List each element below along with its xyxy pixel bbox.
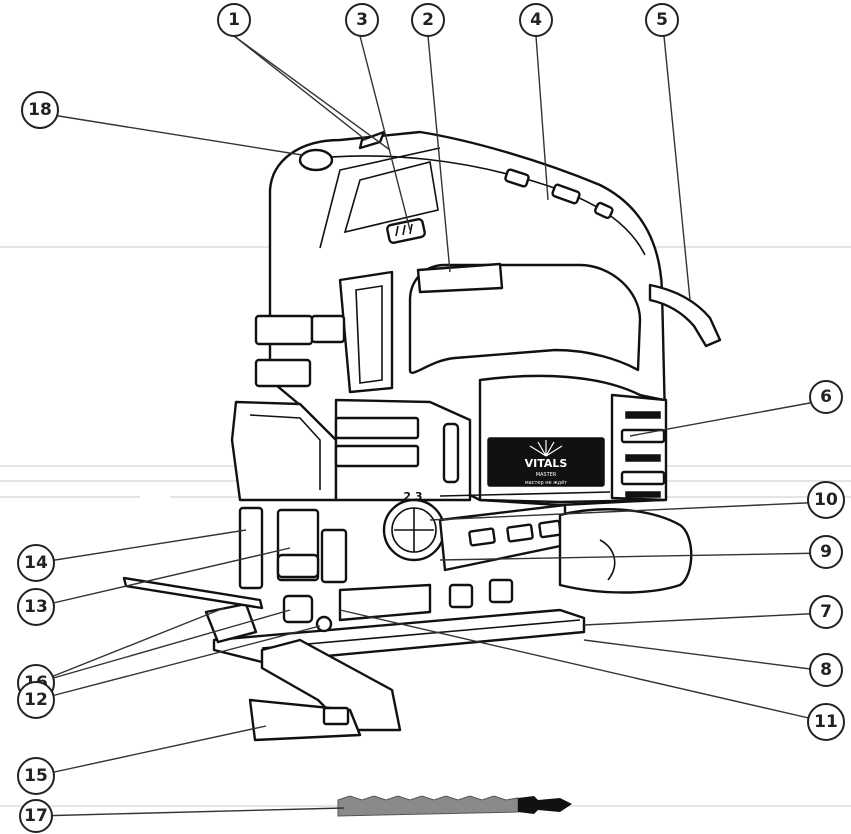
callout-number: 8: [820, 660, 832, 680]
callout-4: 4: [519, 3, 553, 37]
callout-number: 12: [24, 690, 48, 710]
leader-lines: [35, 35, 827, 817]
callout-number: 14: [24, 553, 48, 573]
vent-slots: [620, 411, 666, 498]
brand-sub: MASTER: [536, 472, 557, 478]
callout-12: 12: [17, 681, 55, 719]
brand-badge: VITALS MASTER мастер не ждёт: [487, 437, 605, 487]
callout-3: 3: [345, 3, 379, 37]
callout-15: 15: [17, 757, 55, 795]
callout-number: 13: [24, 597, 48, 617]
callout-1: 1: [217, 3, 251, 37]
callout-13: 13: [17, 588, 55, 626]
speed-dial-marks: 2 3: [403, 490, 422, 503]
callout-number: 7: [820, 602, 832, 622]
callout-11: 11: [807, 703, 845, 741]
callout-9: 9: [809, 535, 843, 569]
callout-5: 5: [645, 3, 679, 37]
callout-10: 10: [807, 481, 845, 519]
callout-number: 2: [422, 10, 434, 30]
callout-number: 6: [820, 387, 832, 407]
callout-2: 2: [411, 3, 445, 37]
callout-14: 14: [17, 544, 55, 582]
brand-name: VITALS: [525, 457, 568, 470]
callout-number: 1: [228, 10, 240, 30]
callout-18: 18: [21, 91, 59, 129]
callout-number: 11: [814, 712, 838, 732]
callout-number: 10: [814, 490, 838, 510]
callout-6: 6: [809, 380, 843, 414]
callout-number: 15: [24, 766, 48, 786]
callout-number: 9: [820, 542, 832, 562]
callout-number: 3: [356, 10, 368, 30]
handle-opening: [408, 263, 642, 374]
callout-number: 5: [656, 10, 668, 30]
brand-footer: мастер не ждёт: [525, 480, 567, 486]
callout-number: 4: [530, 10, 542, 30]
callout-8: 8: [809, 653, 843, 687]
callout-number: 18: [28, 100, 52, 120]
jigsaw-blade: [337, 795, 572, 817]
callout-number: 17: [24, 806, 48, 826]
callouts: 1 3 2 4 5 18 6 10 9 7 8 11 14 13 16 12 1…: [17, 3, 845, 833]
callout-17: 17: [19, 799, 53, 833]
callout-7: 7: [809, 595, 843, 629]
speed-dial: 2 3: [382, 490, 446, 562]
